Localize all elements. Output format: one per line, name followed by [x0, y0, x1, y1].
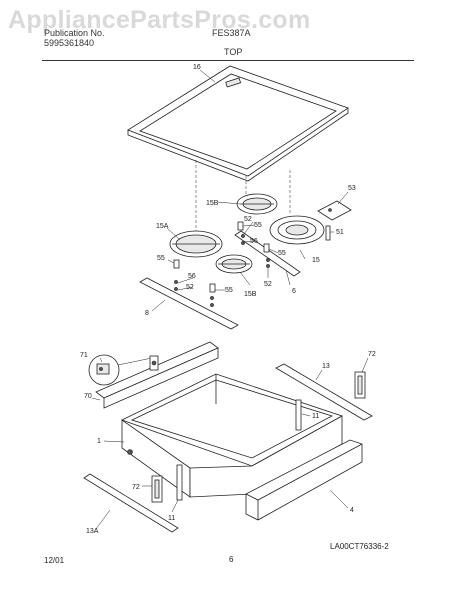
callout-8: 8 [145, 310, 149, 317]
radiant-element-15 [269, 215, 325, 245]
radiant-element-15b-bottom [215, 254, 253, 274]
element-bracket-8 [139, 277, 239, 330]
callout-1: 1 [97, 438, 101, 445]
footer-date: 12/01 [44, 556, 65, 565]
footer-figure-id: LA00CT76336-2 [330, 542, 389, 551]
callout-6: 6 [292, 288, 296, 295]
callout-55-bottom: 55 [225, 287, 233, 294]
header-rule [42, 60, 414, 61]
callout-15: 15 [312, 257, 320, 264]
callout-16: 16 [193, 64, 201, 71]
rail-bracket-72-top [354, 371, 366, 399]
callout-52-left: 52 [186, 284, 194, 291]
callout-11-top: 11 [312, 413, 319, 420]
clip-11-top [295, 399, 302, 431]
drawer-body-1 [120, 373, 343, 498]
callout-56-bottom: 56 [188, 273, 196, 280]
drawer-rail-13a [83, 473, 179, 533]
publication-number: 5995361840 [44, 38, 95, 48]
drawer-rail-13 [275, 363, 373, 421]
element-bracket-6 [234, 230, 301, 277]
projection-lines [195, 160, 291, 232]
callout-70: 70 [84, 393, 92, 400]
callout-15b-top: 15B [206, 200, 219, 207]
callout-55-top: 55 [254, 222, 262, 229]
radiant-element-15b-top [236, 193, 278, 215]
callout-56-top: 56 [250, 238, 258, 245]
callout-15a: 15A [156, 223, 169, 230]
callout-13a: 13A [86, 528, 99, 535]
callout-55-left: 55 [157, 255, 165, 262]
roller-bracket [149, 355, 159, 371]
callout-55-right: 55 [278, 250, 286, 257]
radiant-element-15a [169, 230, 223, 258]
callout-52-top: 52 [244, 216, 252, 223]
watermark-text: AppliancePartsPros.com [8, 6, 311, 34]
callout-11-bottom: 11 [168, 515, 175, 522]
footer-page: 6 [229, 555, 234, 564]
spring-clip-51 [325, 225, 331, 241]
callout-51: 51 [336, 229, 344, 236]
callout-13: 13 [322, 363, 330, 370]
callout-53: 53 [348, 185, 356, 192]
callout-72-bottom: 72 [132, 484, 140, 491]
callout-4: 4 [350, 507, 354, 514]
callout-15b-bottom: 15B [244, 291, 257, 298]
callout-72-top: 72 [368, 351, 376, 358]
leader-lines-bottom [91, 357, 369, 530]
rail-bracket-72-bottom [151, 475, 163, 503]
roller-detail-inset [88, 354, 153, 386]
cooktop-glass [127, 65, 349, 182]
publication-label: Publication No. [44, 28, 105, 38]
leader-lines-top [151, 69, 349, 312]
callout-52-right: 52 [264, 281, 272, 288]
section-title: TOP [224, 47, 243, 57]
model-number: FES387A [212, 28, 251, 38]
spacers-and-screws [173, 221, 270, 307]
clip-11-bottom [176, 464, 183, 501]
callout-71: 71 [80, 352, 88, 359]
drawer-front-panel-4 [245, 439, 363, 521]
bracket-53 [317, 200, 352, 221]
